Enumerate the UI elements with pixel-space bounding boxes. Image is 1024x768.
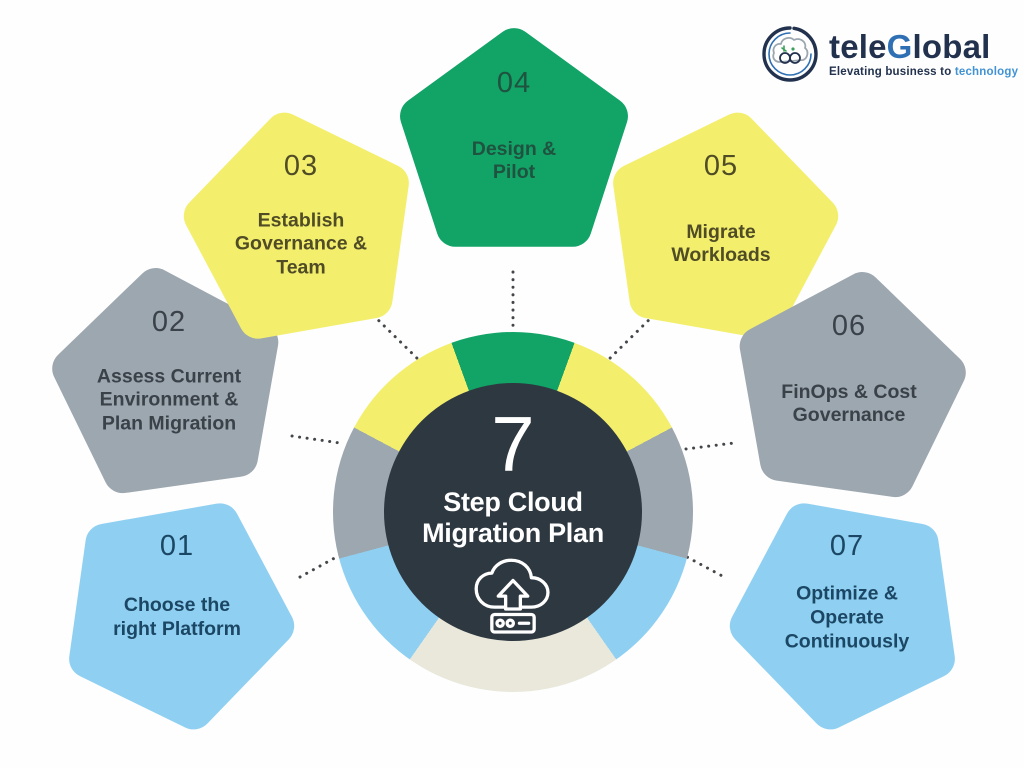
connector-step-02 — [290, 434, 342, 445]
step-03-establish-governance: 03 Establish Governance & Team — [182, 110, 420, 342]
step-05-migrate-workloads: 05 Migrate Workloads — [602, 110, 840, 342]
step-06-number: 06 — [831, 310, 867, 342]
pentagon-shape — [52, 268, 279, 494]
brand-tagline: Elevating business to technology — [829, 66, 1018, 78]
tagline-prefix: Elevating business to — [829, 65, 955, 78]
step-03-label: Establish Governance & Team — [234, 208, 368, 279]
hub-step-count: 7 — [491, 400, 535, 488]
step-02-label: Assess Current Environment & Plan Migrat… — [96, 364, 242, 435]
brand-name: teleGlobal — [829, 28, 1018, 66]
step-04-label: Design & Pilot — [471, 137, 557, 184]
step-04-number: 04 — [496, 67, 532, 99]
pentagon-shape — [69, 503, 295, 730]
teleglobal-logo-mark-icon — [762, 26, 818, 82]
step-07-label: Optimize & Operate Continuously — [784, 582, 910, 653]
step-04-design-pilot: 04 Design & Pilot — [395, 27, 633, 259]
pentagon-shape — [729, 503, 955, 730]
step-02-number: 02 — [151, 306, 187, 338]
step-07-number: 07 — [829, 530, 865, 562]
step-07-optimize-operate: 07 Optimize & Operate Continuously — [728, 500, 966, 732]
brand-tele: tele — [829, 28, 887, 66]
step-02-assess-environment: 02 Assess Current Environment & Plan Mig… — [50, 266, 288, 498]
tagline-accent: technology — [954, 65, 1019, 78]
connector-step-07 — [672, 548, 728, 580]
center-hub: 7 Step Cloud Migration Plan — [384, 383, 642, 641]
step-01-choose-platform: 01 Choose the right Platform — [58, 500, 296, 732]
step-05-number: 05 — [703, 150, 739, 182]
cloud-upload-server-icon — [474, 558, 550, 634]
pentagon-shape — [739, 272, 966, 498]
step-01-number: 01 — [159, 530, 195, 562]
pentagon-shape — [183, 112, 409, 339]
brand-lobal: lobal — [912, 28, 991, 66]
step-06-label: FinOps & Cost Governance — [781, 380, 917, 427]
hub-title: Step Cloud Migration Plan — [422, 487, 604, 549]
step-03-number: 03 — [283, 150, 319, 182]
connector-step-05 — [598, 308, 661, 370]
pentagon-shape — [400, 28, 628, 247]
teleglobal-logo: teleGlobal Elevating business to technol… — [760, 24, 1018, 84]
step-01-label: Choose the right Platform — [113, 594, 241, 641]
step-05-label: Migrate Workloads — [671, 220, 771, 267]
brand-g: G — [886, 28, 913, 66]
step-06-finops-governance: 06 FinOps & Cost Governance — [730, 270, 968, 502]
connector-step-06 — [684, 441, 736, 451]
pentagon-shape — [613, 112, 839, 339]
logo-text: teleGlobal Elevating business to technol… — [829, 28, 1018, 78]
connector-step-01 — [298, 547, 353, 579]
